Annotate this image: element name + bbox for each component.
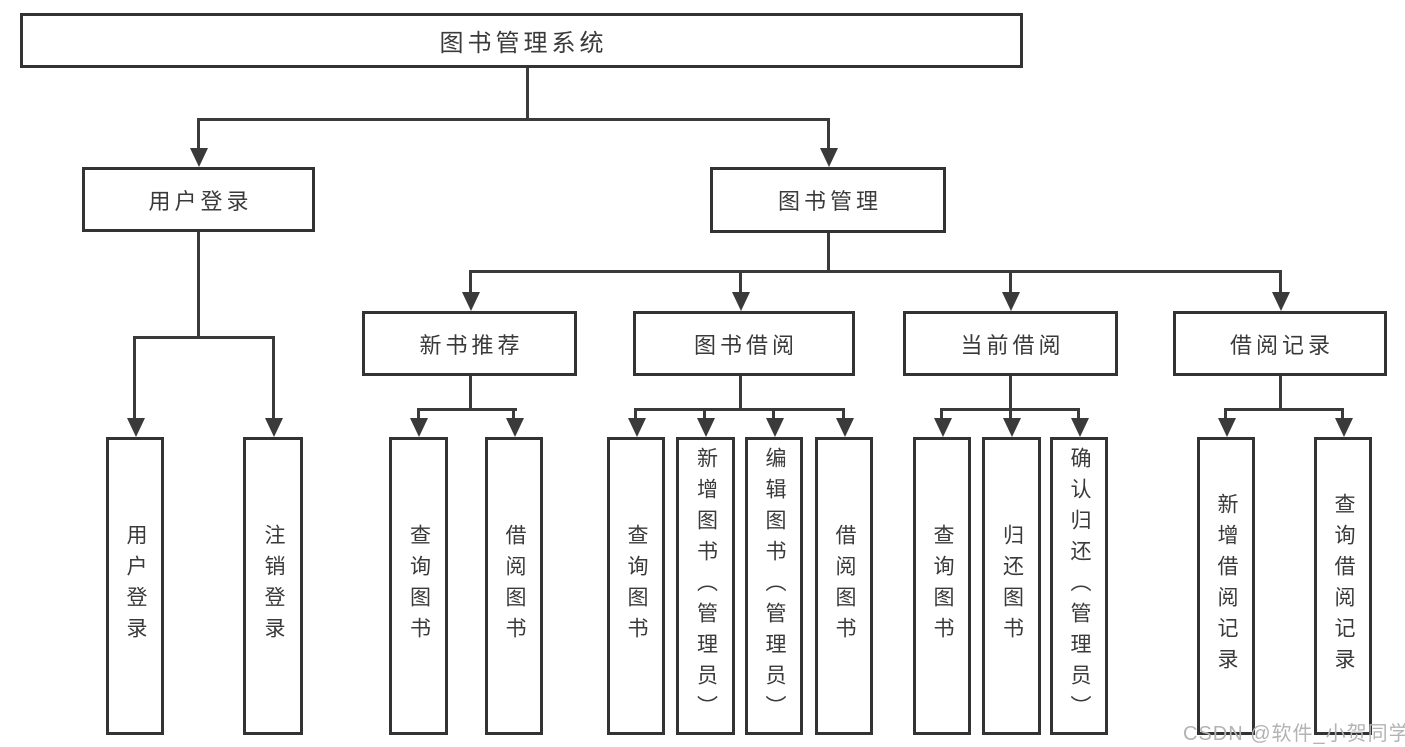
leaf-add-borrow-record: 新增借阅记录 xyxy=(1197,437,1255,735)
arrow-down-icon xyxy=(410,418,428,437)
leaf-label: 确认归还（管理员） xyxy=(1068,446,1091,726)
connector-drop-leaf xyxy=(940,408,943,422)
connector-drop-user-login xyxy=(197,118,200,152)
leaf-label: 归还图书 xyxy=(1000,524,1024,648)
node-book-borrowing: 图书借阅 xyxy=(633,311,855,376)
leaf-query-books-current: 查询图书 xyxy=(913,437,971,735)
connector-drop-leaf xyxy=(703,408,706,422)
node-borrowing-records: 借阅记录 xyxy=(1173,311,1387,376)
connector-drop-book-borrowing xyxy=(739,270,742,296)
arrow-down-icon xyxy=(506,418,524,437)
connector-drop-borrowing-records xyxy=(1279,270,1282,296)
leaf-borrow-books-recommend: 借阅图书 xyxy=(485,437,543,735)
leaf-query-borrow-record: 查询借阅记录 xyxy=(1314,437,1372,735)
node-label: 当前借阅 xyxy=(960,332,1065,358)
connector-root-stub xyxy=(526,68,529,118)
leaf-add-books-admin: 新增图书（管理员） xyxy=(676,437,735,735)
connector-book-management-stub xyxy=(827,233,830,270)
arrow-down-icon xyxy=(934,418,952,437)
leaf-label: 新增图书（管理员） xyxy=(694,446,718,726)
connector-drop-book-management xyxy=(827,118,830,152)
arrow-down-icon xyxy=(732,292,750,311)
leaf-label: 查询图书 xyxy=(625,524,648,648)
leaf-query-books-recommend: 查询图书 xyxy=(389,437,448,735)
node-label: 借阅记录 xyxy=(1229,332,1334,358)
leaf-label: 注销登录 xyxy=(262,524,285,648)
leaf-query-books-borrowing: 查询图书 xyxy=(607,437,665,735)
connector-drop-leaf xyxy=(1077,408,1080,422)
arrow-down-icon xyxy=(1002,292,1020,311)
arrow-down-icon xyxy=(265,418,283,437)
arrow-down-icon xyxy=(766,418,784,437)
connector-drop-leaf xyxy=(1009,408,1012,422)
connector-book-borrowing-bar xyxy=(634,408,845,411)
arrow-down-icon xyxy=(462,292,480,311)
leaf-edit-books-admin: 编辑图书（管理员） xyxy=(745,437,803,735)
arrow-down-icon xyxy=(820,148,838,167)
leaf-label: 查询图书 xyxy=(931,524,954,648)
leaf-label: 借阅图书 xyxy=(833,524,856,648)
leaf-confirm-return-admin: 确认归还（管理员） xyxy=(1050,437,1108,735)
connector-root-bar xyxy=(197,118,830,121)
node-label: 图书管理 xyxy=(777,189,882,214)
leaf-label: 查询图书 xyxy=(407,524,431,648)
connector-new-book-stub xyxy=(469,376,472,408)
connector-drop-leaf xyxy=(272,336,275,424)
connector-drop-leaf xyxy=(772,408,775,422)
arrow-down-icon xyxy=(127,418,145,437)
connector-drop-leaf xyxy=(842,408,845,422)
arrow-down-icon xyxy=(697,418,715,437)
connector-user-login-bar xyxy=(133,336,275,339)
connector-user-login-stub xyxy=(197,232,200,336)
arrow-down-icon xyxy=(1272,292,1290,311)
connector-book-borrowing-stub xyxy=(739,376,742,408)
arrow-down-icon xyxy=(628,418,646,437)
arrow-down-icon xyxy=(1071,418,1089,437)
connector-new-book-bar xyxy=(417,408,517,411)
arrow-down-icon xyxy=(1218,418,1236,437)
node-book-management-system: 图书管理系统 xyxy=(20,13,1023,68)
connector-borrowing-records-bar xyxy=(1224,408,1344,411)
connector-book-management-bar xyxy=(469,270,1282,273)
leaf-user-login: 用户登录 xyxy=(106,437,164,735)
leaf-return-books: 归还图书 xyxy=(982,437,1041,735)
connector-borrowing-records-stub xyxy=(1279,376,1282,408)
node-user-login: 用户登录 xyxy=(82,167,315,232)
node-book-management: 图书管理 xyxy=(710,167,946,233)
node-new-book-recommend: 新书推荐 xyxy=(362,311,577,376)
connector-drop-leaf xyxy=(1341,408,1344,422)
arrow-down-icon xyxy=(836,418,854,437)
connector-drop-current-borrowing xyxy=(1009,270,1012,296)
arrow-down-icon xyxy=(1003,418,1021,437)
connector-drop-leaf xyxy=(634,408,637,422)
connector-drop-leaf xyxy=(417,408,420,422)
connector-drop-leaf xyxy=(512,408,515,422)
leaf-label: 查询借阅记录 xyxy=(1332,493,1355,679)
leaf-label: 编辑图书（管理员） xyxy=(763,446,786,726)
node-label: 用户登录 xyxy=(148,188,253,214)
connector-drop-leaf xyxy=(133,336,136,424)
leaf-label: 用户登录 xyxy=(124,524,147,648)
connector-current-borrowing-stub xyxy=(1009,376,1012,408)
connector-drop-new-book-recommend xyxy=(469,270,472,296)
leaf-label: 新增借阅记录 xyxy=(1215,493,1238,679)
connector-drop-leaf xyxy=(1224,408,1227,422)
arrow-down-icon xyxy=(1335,418,1353,437)
leaf-label: 借阅图书 xyxy=(503,524,526,648)
node-label: 新书推荐 xyxy=(419,332,524,358)
csdn-watermark: CSDN @软件_小贺同学 xyxy=(1183,723,1405,745)
node-label: 图书管理系统 xyxy=(439,30,608,57)
node-label: 图书借阅 xyxy=(693,332,798,358)
leaf-logout: 注销登录 xyxy=(243,437,303,735)
node-current-borrowing: 当前借阅 xyxy=(903,311,1118,376)
arrow-down-icon xyxy=(190,148,208,167)
leaf-borrow-books: 借阅图书 xyxy=(815,437,873,735)
